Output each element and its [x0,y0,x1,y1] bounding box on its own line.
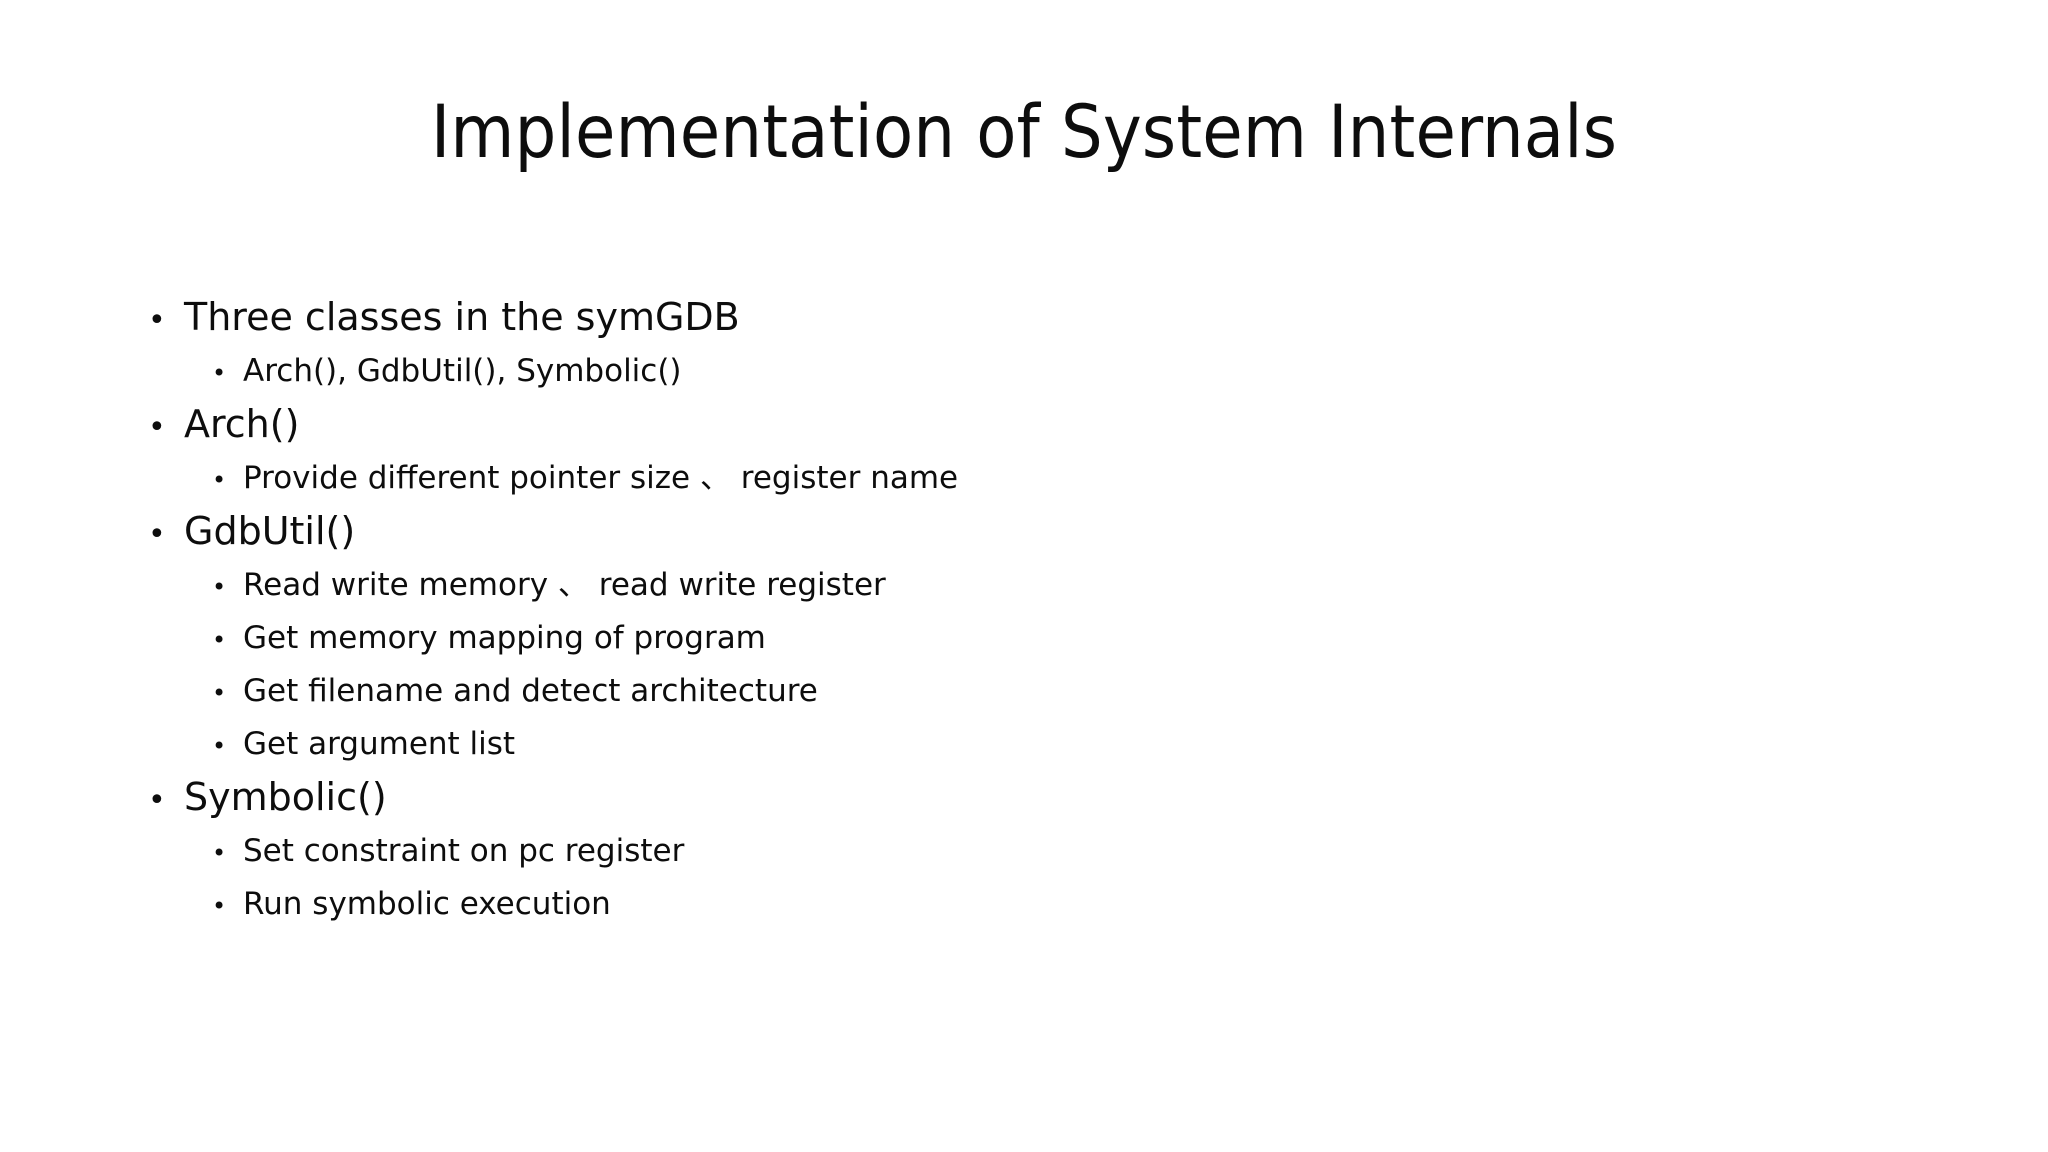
bullet-item-level1: • Arch() [148,399,1908,453]
bullet-text: Provide different pointer size 、 registe… [243,460,959,496]
bullet-item-level2: • Get argument list [148,719,1908,772]
bullet-text: Symbolic() [184,775,387,819]
bullet-item-level2: • Arch(), GdbUtil(), Symbolic() [148,346,1908,399]
bullet-point-icon: • [212,892,227,920]
bullet-point-icon: • [148,783,166,818]
bullet-point-icon: • [212,359,227,387]
bullet-point-icon: • [212,679,227,707]
bullet-text: Read write memory 、 read write register [243,567,886,603]
slide-body-content: • Three classes in the symGDB • Arch(), Gdb… [148,292,1908,932]
bullet-point-icon: • [212,573,227,601]
bullet-item-level2: • Get filename and detect architecture [148,666,1908,719]
bullet-item-level2: • Run symbolic execution [148,879,1908,932]
bullet-text: Get memory mapping of program [243,620,766,656]
bullet-point-icon: • [212,626,227,654]
page-title: Implementation of System Internals [430,90,1618,175]
bullet-item-level1: • GdbUtil() [148,506,1908,560]
bullet-point-icon: • [148,303,166,338]
bullet-item-level2: • Set constraint on pc register [148,826,1908,879]
bullet-text: Get filename and detect architecture [243,673,818,709]
bullet-item-level1: • Three classes in the symGDB [148,292,1908,346]
bullet-item-level2: • Provide different pointer size 、 regist… [148,453,1908,506]
bullet-text: Run symbolic execution [243,886,611,922]
bullet-point-icon: • [212,466,227,494]
bullet-text: Three classes in the symGDB [184,295,740,339]
bullet-point-icon: • [212,732,227,760]
bullet-text: Set constraint on pc register [243,833,685,869]
bullet-text: GdbUtil() [184,509,356,553]
bullet-text: Get argument list [243,726,516,762]
bullet-item-level2: • Read write memory 、 read write register [148,560,1908,613]
bullet-text: Arch(), GdbUtil(), Symbolic() [243,353,682,389]
bullet-point-icon: • [148,517,166,552]
bullet-item-level2: • Get memory mapping of program [148,613,1908,666]
bullet-text: Arch() [184,402,300,446]
bullet-point-icon: • [148,410,166,445]
bullet-item-level1: • Symbolic() [148,772,1908,826]
bullet-point-icon: • [212,839,227,867]
